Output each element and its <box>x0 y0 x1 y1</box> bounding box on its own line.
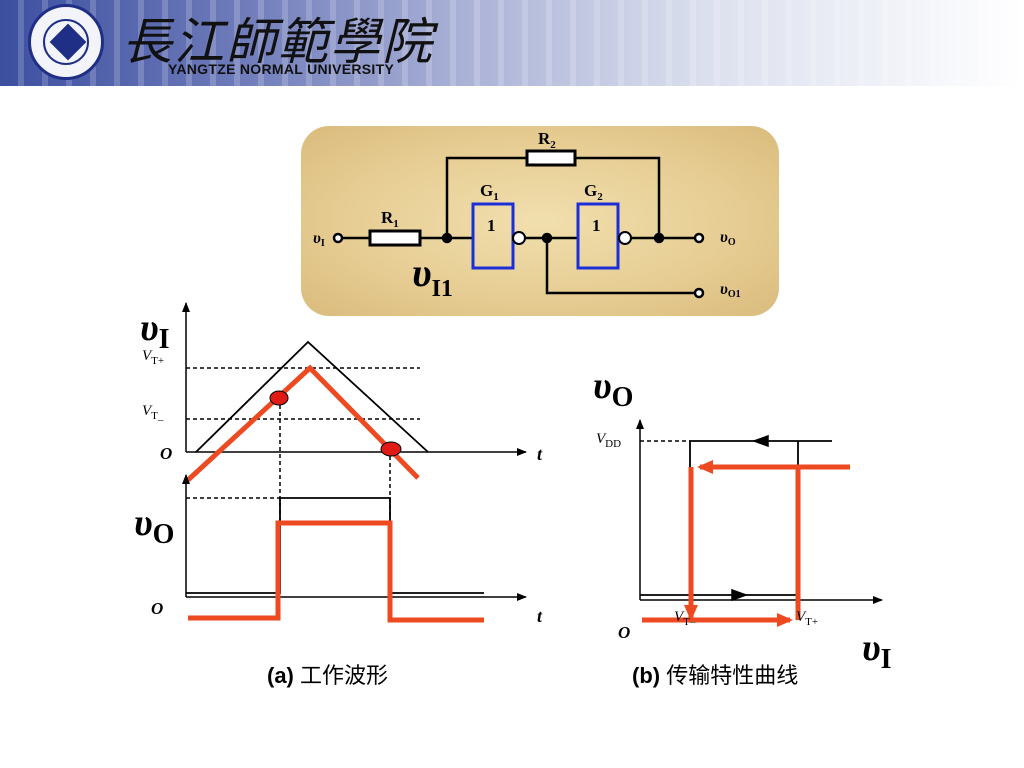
wave-vo-axis-label: υO <box>134 502 174 550</box>
university-logo <box>28 4 104 80</box>
header-banner <box>0 0 1024 86</box>
label-g1: G1 <box>480 181 499 203</box>
wave-vt-minus-label: VT_ <box>142 403 164 422</box>
gate-g1-symbol: 1 <box>487 216 496 235</box>
transfer-vi-axis-label: υI <box>862 627 892 675</box>
transfer-vo-axis-label: υO <box>593 365 633 413</box>
node-vo <box>653 232 665 244</box>
waveform-bottom-axes <box>182 474 527 601</box>
gate-g1 <box>471 202 515 270</box>
caption-b: (b) 传输特性曲线 <box>632 658 798 690</box>
transfer-labels: υO VDD O VT– VT+ υI <box>593 365 892 675</box>
wire-vo1 <box>545 238 695 295</box>
vo-square-wave <box>186 497 484 594</box>
vi1-waveform <box>186 364 420 482</box>
wire-feedback-return <box>575 156 661 238</box>
transfer-vt-plus-label: VT+ <box>796 609 818 628</box>
input-terminal <box>332 232 344 244</box>
waveform-top-labels: υI VT+ VT_ O t <box>140 307 543 464</box>
vo-highlight-waveform <box>188 520 484 623</box>
resistor-r1 <box>368 229 422 247</box>
threshold-marker-rise <box>269 390 289 406</box>
transfer-vdd-label: VDD <box>596 431 621 450</box>
label-vi: υI <box>313 230 325 249</box>
wave-vi-axis-label: υI <box>140 307 170 355</box>
upper-direction-arrow <box>751 434 769 448</box>
label-vo: υO <box>720 229 736 248</box>
label-g2: G2 <box>584 181 603 203</box>
lower-direction-arrow <box>731 588 749 602</box>
caption-a-text: 工作波形 <box>300 663 389 688</box>
gate-g2-symbol: 1 <box>592 216 601 235</box>
caption-a: (a) 工作波形 <box>267 658 388 690</box>
waveform-bottom-labels: υO O t <box>134 502 543 626</box>
vi-triangle-wave <box>195 340 429 453</box>
caption-a-prefix: (a) <box>267 663 294 688</box>
label-vo1: υO1 <box>720 281 741 300</box>
waveform-top-axes <box>182 302 527 520</box>
transfer-vt-minus-label: VT– <box>674 609 696 628</box>
transfer-axes <box>636 419 883 604</box>
wave-t-label-top: t <box>537 444 543 464</box>
label-vi1: υI1 <box>412 250 453 302</box>
transfer-highlight <box>642 460 850 627</box>
output-vo1-terminal <box>693 287 705 299</box>
caption-b-text: 传输特性曲线 <box>666 663 799 688</box>
resistor-r2 <box>525 149 577 167</box>
gate-g2 <box>576 202 620 270</box>
circuit-labels: R2 R1 G1 G2 1 1 υI υO υO1 υI1 <box>313 129 741 302</box>
school-name-cn: 長江師範學院 <box>122 13 434 71</box>
inverter-bubble-g2 <box>618 231 632 245</box>
hl-right-rise <box>795 464 850 620</box>
wave-t-label-bottom: t <box>537 606 543 626</box>
threshold-marker-fall <box>380 441 402 457</box>
wire-feedback <box>445 156 527 238</box>
schmitt-trigger-circuit <box>332 149 705 299</box>
label-r2: R2 <box>538 129 556 151</box>
caption-b-prefix: (b) <box>632 663 661 688</box>
wave-origin-top: O <box>160 444 172 463</box>
logo-inner-ring <box>43 19 89 65</box>
label-r1: R1 <box>381 208 399 230</box>
transfer-origin: O <box>618 623 630 642</box>
inverter-bubble-g1 <box>512 231 526 245</box>
wave-vt-plus-label: VT+ <box>142 348 164 367</box>
wave-origin-bottom: O <box>151 599 163 618</box>
transfer-hysteresis-lower <box>640 441 799 596</box>
school-name-en: YANGTZE NORMAL UNIVERSITY <box>168 61 395 77</box>
transfer-hysteresis-upper <box>689 440 832 595</box>
header-stripes <box>0 0 1024 86</box>
output-vo-terminal <box>693 232 705 244</box>
